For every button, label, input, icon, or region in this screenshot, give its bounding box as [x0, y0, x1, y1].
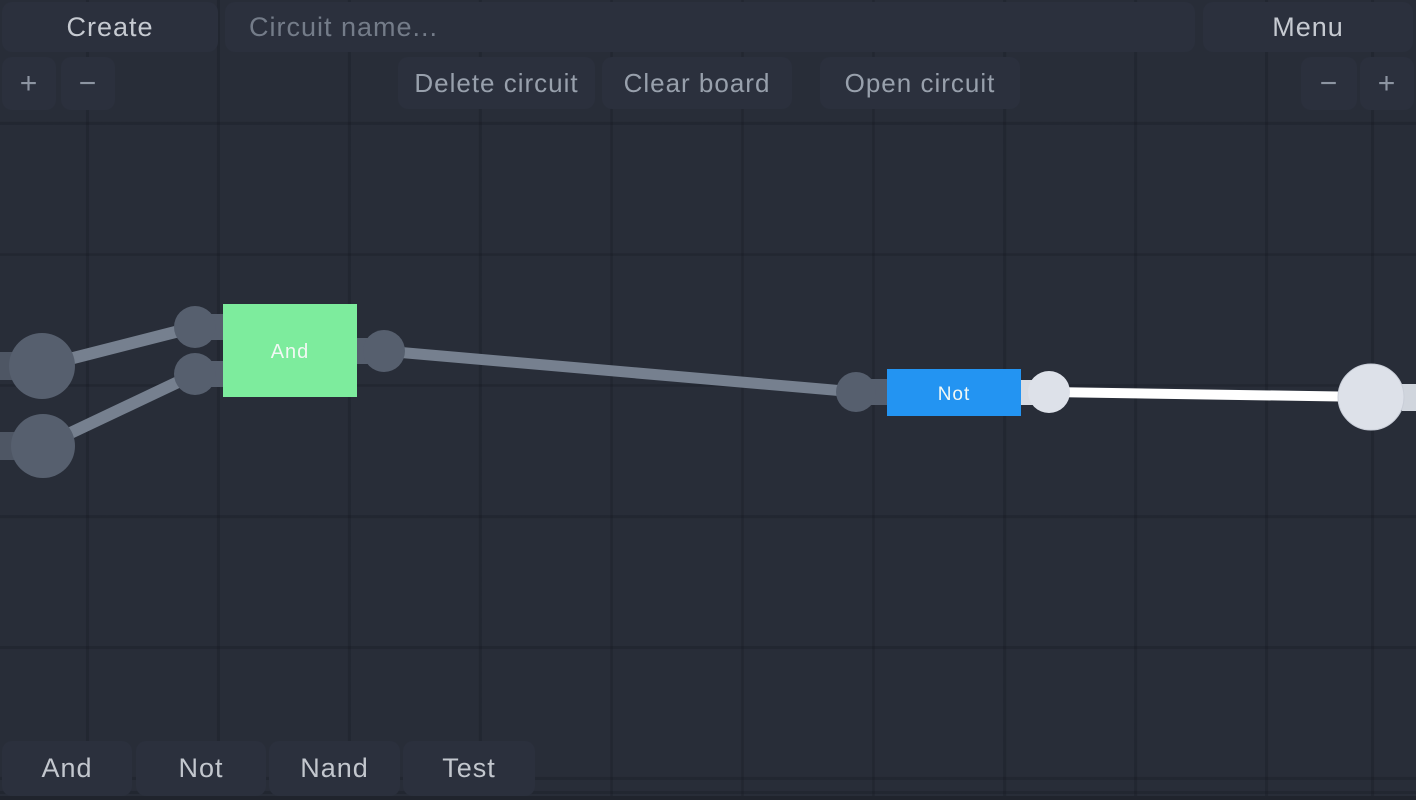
zoom-in-button-left[interactable]: +	[2, 57, 56, 110]
not-output-pin[interactable]	[1028, 371, 1070, 413]
and-gate[interactable]	[223, 304, 357, 397]
and-input-pin-2[interactable]	[174, 353, 216, 395]
wire-not-to-output[interactable]	[1048, 387, 1372, 402]
circuit-name-input[interactable]	[225, 2, 1195, 52]
create-button[interactable]: Create	[2, 2, 218, 52]
clear-board-button[interactable]: Clear board	[602, 57, 792, 109]
wire-and-to-not[interactable]	[383, 345, 857, 398]
and-input-pin-1[interactable]	[174, 306, 216, 348]
delete-circuit-button[interactable]: Delete circuit	[398, 57, 595, 109]
zoom-out-button-left[interactable]: −	[61, 57, 115, 110]
input-node-2[interactable]	[11, 414, 75, 478]
open-circuit-button[interactable]: Open circuit	[820, 57, 1020, 109]
wire-stub-right[interactable]	[1402, 384, 1416, 411]
toolbox-item-and[interactable]: And	[2, 741, 132, 796]
output-node[interactable]	[1337, 363, 1405, 431]
toolbox-item-test[interactable]: Test	[403, 741, 535, 796]
not-gate-label: Not	[938, 384, 971, 405]
toolbox-item-not[interactable]: Not	[136, 741, 266, 796]
not-gate[interactable]	[887, 369, 1021, 416]
zoom-out-button-right[interactable]: −	[1301, 57, 1357, 110]
bottom-edge-divider	[0, 796, 1416, 800]
and-output-pin[interactable]	[363, 330, 405, 372]
input-node-1[interactable]	[9, 333, 75, 399]
and-gate-label: And	[271, 341, 310, 363]
menu-button[interactable]: Menu	[1203, 2, 1413, 52]
zoom-in-button-right[interactable]: +	[1360, 57, 1414, 110]
not-input-pin[interactable]	[836, 372, 876, 412]
toolbox-item-nand[interactable]: Nand	[269, 741, 400, 796]
